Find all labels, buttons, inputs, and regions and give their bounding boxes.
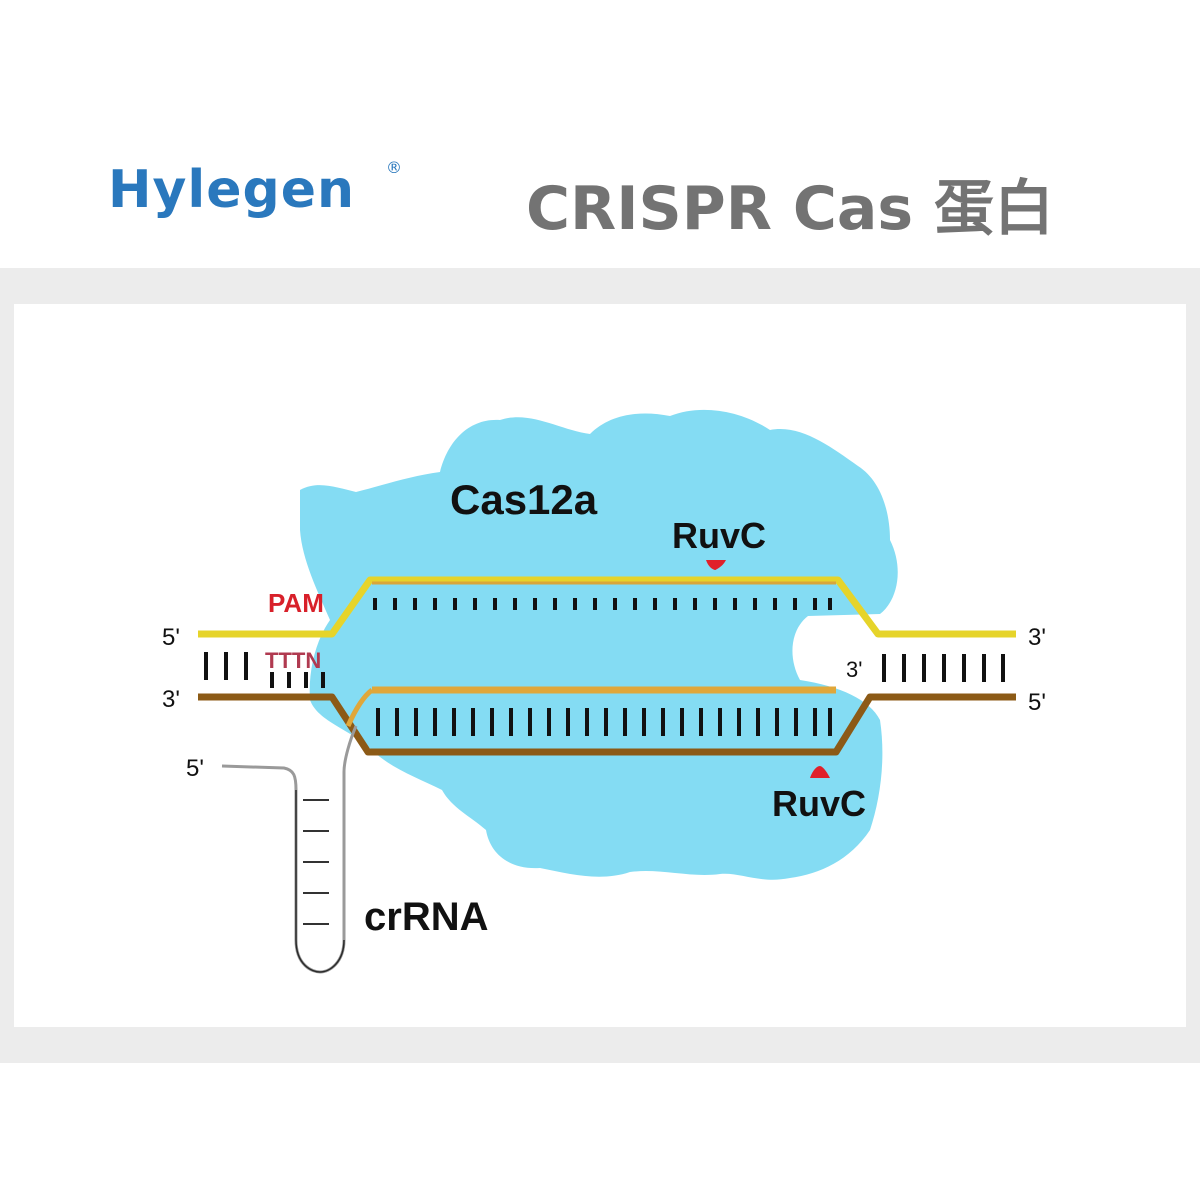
end-3-bottom-left: 3' [162,686,180,713]
end-5-top-left: 5' [162,624,180,651]
pam-pairs-bottom [270,672,325,688]
end-5-crrna: 5' [186,755,204,782]
target-strand-bottom [198,693,1016,756]
ruvc-top-label: RuvC [672,515,766,556]
brand-logo: Hylegen [108,160,356,220]
page-title: CRISPR Cas 蛋白 [526,174,1054,244]
base-ticks-upper [373,598,832,610]
pam-sequence: TTTN [265,648,321,673]
ruvc-top-marker [706,560,726,570]
end-3-inner-right: 3' [846,657,862,682]
base-ticks-heteroduplex [376,708,832,736]
non-target-strand-top [198,576,1016,638]
crrna-hairpin-inner [295,790,345,973]
cas12a-label: Cas12a [450,476,598,523]
crrna-hairpin [221,725,358,974]
end-5-bottom-right: 5' [1028,689,1046,716]
registered-mark: ® [386,158,402,177]
pam-label: PAM [268,588,324,618]
cas12a-protein [300,409,898,880]
base-pairs-right [882,654,1005,682]
end-3-top-right: 3' [1028,624,1046,651]
crrna-stem-pairs [303,799,329,925]
figure-frame [0,268,1200,1063]
ruvc-bottom-marker [810,766,830,778]
crrna-spacer-connector [345,688,374,728]
crrna-label: crRNA [364,895,488,939]
ruvc-bottom-label: RuvC [772,783,866,824]
base-pairs-left [204,652,248,680]
page-header: Hylegen ® CRISPR Cas 蛋白 [0,0,1200,268]
